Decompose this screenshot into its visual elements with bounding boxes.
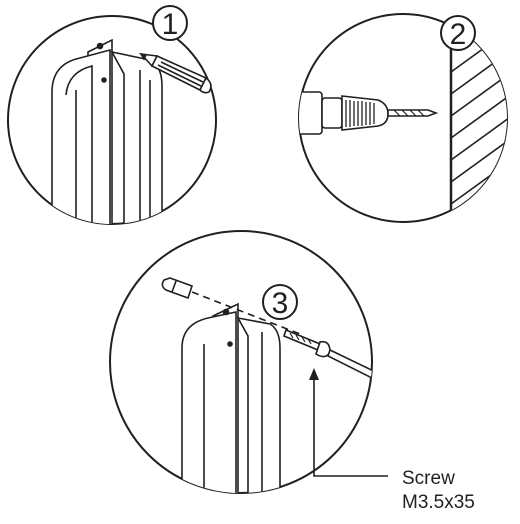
step-3-panel: 3 [109,230,428,494]
screwdriver-handle [374,372,428,414]
mark-dot [222,308,230,316]
step-3-number: 3 [272,287,289,320]
alignment-dashed-line [191,291,301,335]
drill-chuck [341,95,389,131]
plug-body [161,277,194,300]
drill-bit-flutes [393,109,425,117]
step-1-number: 1 [162,8,179,41]
screwdriver-shaft [327,348,372,384]
pencil-icon [138,52,212,94]
callout-leader [309,368,388,477]
drill-collar [321,97,343,129]
plug-rib [171,280,177,293]
screwdriver-icon [327,348,428,414]
step-1-badge [152,5,188,41]
pencil-eraser [199,76,212,94]
screw-thread [289,332,312,345]
profile-groove [65,64,93,224]
screw-icon [283,328,331,358]
pencil-line [160,61,204,83]
step-3-circle [109,230,373,494]
mark-dot [227,341,233,347]
screw-label: Screw [402,468,455,489]
leader-line [313,380,388,477]
step-1-panel: 1 [7,5,217,225]
drill-icon [299,91,439,135]
arrow-head-icon [309,368,319,380]
step-2-panel: 2 [298,13,508,223]
pencil-lead [139,52,148,61]
profile-front [51,48,111,224]
pencil-line [157,64,202,87]
step-2-badge [440,15,476,51]
step-2-number: 2 [450,18,467,51]
step-3-badge [262,284,298,320]
wall-plug-icon [161,277,194,300]
profile-inner [236,316,281,493]
mark-dot [96,42,104,50]
screw-size-label: M3.5x35 [402,492,475,513]
drill-bit [387,109,439,117]
mark-dot [101,77,107,83]
profile-front [181,311,237,493]
